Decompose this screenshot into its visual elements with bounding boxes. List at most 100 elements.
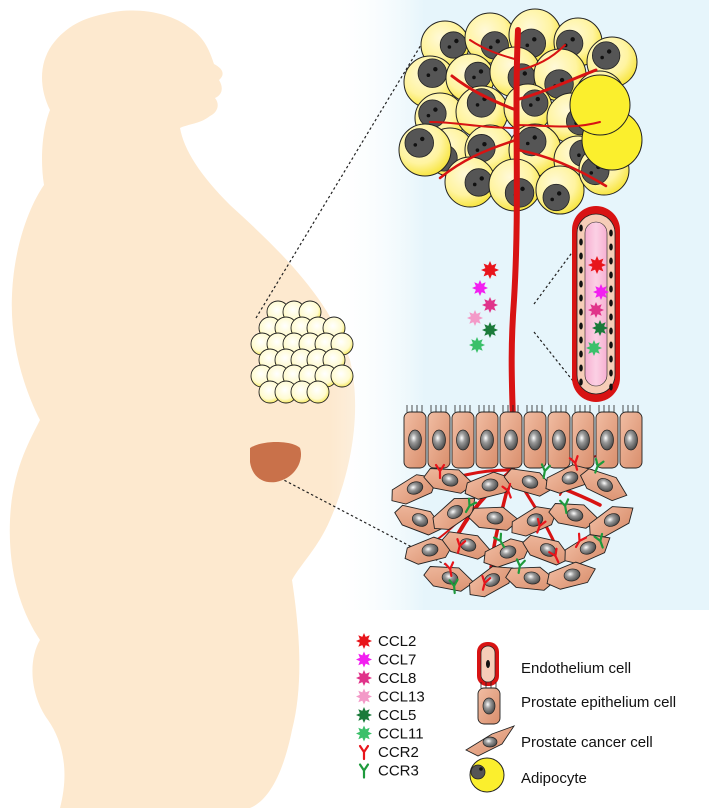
ccl13-star [467, 310, 483, 326]
chemokine-receptor [594, 457, 605, 474]
chemokine-receptor [501, 482, 512, 499]
legend-item-ccl13: CCL13 [356, 688, 425, 706]
body-silhouette [9, 10, 356, 808]
chemokine-receptor [593, 532, 604, 549]
epithelium-cell [547, 405, 571, 469]
legend-label: Adipocyte [521, 770, 587, 787]
legend-item-ccl11: CCL11 [356, 725, 424, 743]
prostate-organ [250, 442, 301, 483]
epithelium-cell [475, 405, 499, 469]
chemokine-receptor [574, 532, 588, 549]
adipocyte [444, 156, 496, 208]
ccl11-star [469, 337, 485, 353]
cancer-cell [464, 471, 514, 500]
epithelium-cell [595, 405, 619, 469]
legend-label: CCR3 [378, 763, 419, 780]
ccl7-star [593, 284, 609, 300]
chemokine-receptor [481, 575, 492, 591]
receptor-y-icon [358, 763, 370, 779]
star-burst-icon [356, 688, 372, 705]
chemokine-receptor [559, 498, 570, 514]
legend-item-ccr2: CCR2 [358, 744, 419, 761]
cancer-cell [564, 534, 611, 565]
epithelium-cell [619, 405, 643, 469]
adipocyte [398, 123, 452, 177]
vessel-cross-section [572, 206, 620, 402]
legend-item-epithelium-cell: Prostate epithelium cell [477, 682, 676, 725]
endothelium-cell-icon [477, 642, 499, 686]
cancer-cell [579, 468, 628, 502]
chemokine-receptor [464, 497, 478, 514]
receptor-y-icon [358, 744, 370, 761]
adipocyte-icon [469, 757, 505, 793]
adipocyte [535, 165, 585, 215]
chemokine-receptor [434, 463, 446, 480]
legend-item-ccl7: CCL7 [356, 651, 416, 669]
ccl8-star [482, 297, 498, 313]
chemokine-receptor [536, 517, 547, 534]
legend-label: CCL7 [378, 652, 416, 669]
cancer-cell [423, 468, 475, 494]
ccl7-star [472, 280, 488, 296]
legend-label: CCL11 [378, 726, 424, 743]
chemokine-receptor [515, 558, 526, 574]
chemokine-receptor [548, 547, 560, 564]
epithelium-cell [499, 405, 523, 469]
cancer-cell [423, 566, 475, 592]
ccl5-star [482, 322, 498, 338]
ccl2-star [588, 256, 606, 274]
star-burst-icon [356, 633, 372, 649]
star-burst-icon [356, 670, 372, 686]
epithelium-cell [403, 405, 427, 469]
chemokine-receptor [540, 463, 551, 479]
star-burst-icon [356, 651, 372, 668]
cancer-cell [522, 534, 572, 566]
abdominal-fat-cluster [250, 300, 354, 404]
epithelium-cell [451, 405, 475, 469]
cancer-cell [483, 538, 532, 568]
ccl2-star [481, 261, 499, 279]
cancer-cell [468, 506, 520, 531]
cancer-cell [503, 468, 554, 497]
epithelium-cell [571, 405, 595, 469]
star-burst-icon [356, 725, 372, 742]
chemokine-receptor [568, 455, 579, 471]
epithelium-cell-icon [477, 682, 501, 725]
legend-item-ccl5: CCL5 [356, 707, 416, 724]
legend-label: Prostate cancer cell [521, 734, 653, 751]
legend-label: CCL13 [378, 689, 425, 706]
cancer-cell [546, 561, 596, 590]
epithelium-cell [523, 405, 547, 469]
epithelium-cell [427, 405, 451, 469]
secreted-chemokines [467, 261, 499, 353]
legend-item-ccl2: CCL2 [356, 633, 416, 650]
ccl8-star [588, 302, 604, 318]
cancer-cell [394, 504, 444, 536]
prostate-tissue [391, 405, 643, 598]
cancer-cell [469, 566, 514, 598]
legend-label: CCL2 [378, 633, 416, 650]
cancer-cell-icon [465, 725, 516, 757]
ccl5-star [592, 320, 608, 336]
legend-item-cancer-cell: Prostate cancer cell [465, 725, 653, 757]
legend-item-endothelium-cell: Endothelium cell [477, 642, 631, 686]
cancer-cell [548, 503, 600, 529]
legend-item-adipocyte: Adipocyte [469, 757, 587, 793]
chemokine-receptor [492, 532, 506, 549]
cancer-cell [404, 536, 454, 565]
legend-label: CCL5 [378, 707, 416, 724]
adipocyte [306, 380, 330, 404]
chemokine-receptor [456, 538, 467, 554]
legend-label: Prostate epithelium cell [521, 694, 676, 711]
legend-label: CCL8 [378, 670, 416, 687]
chemokine-receptor [448, 578, 459, 595]
legend-label: Endothelium cell [521, 660, 631, 677]
legend-item-ccl8: CCL8 [356, 670, 416, 687]
ccl11-star [586, 340, 602, 356]
adipocyte [330, 364, 354, 388]
cancer-cell [391, 474, 438, 505]
star-burst-icon [356, 707, 372, 723]
